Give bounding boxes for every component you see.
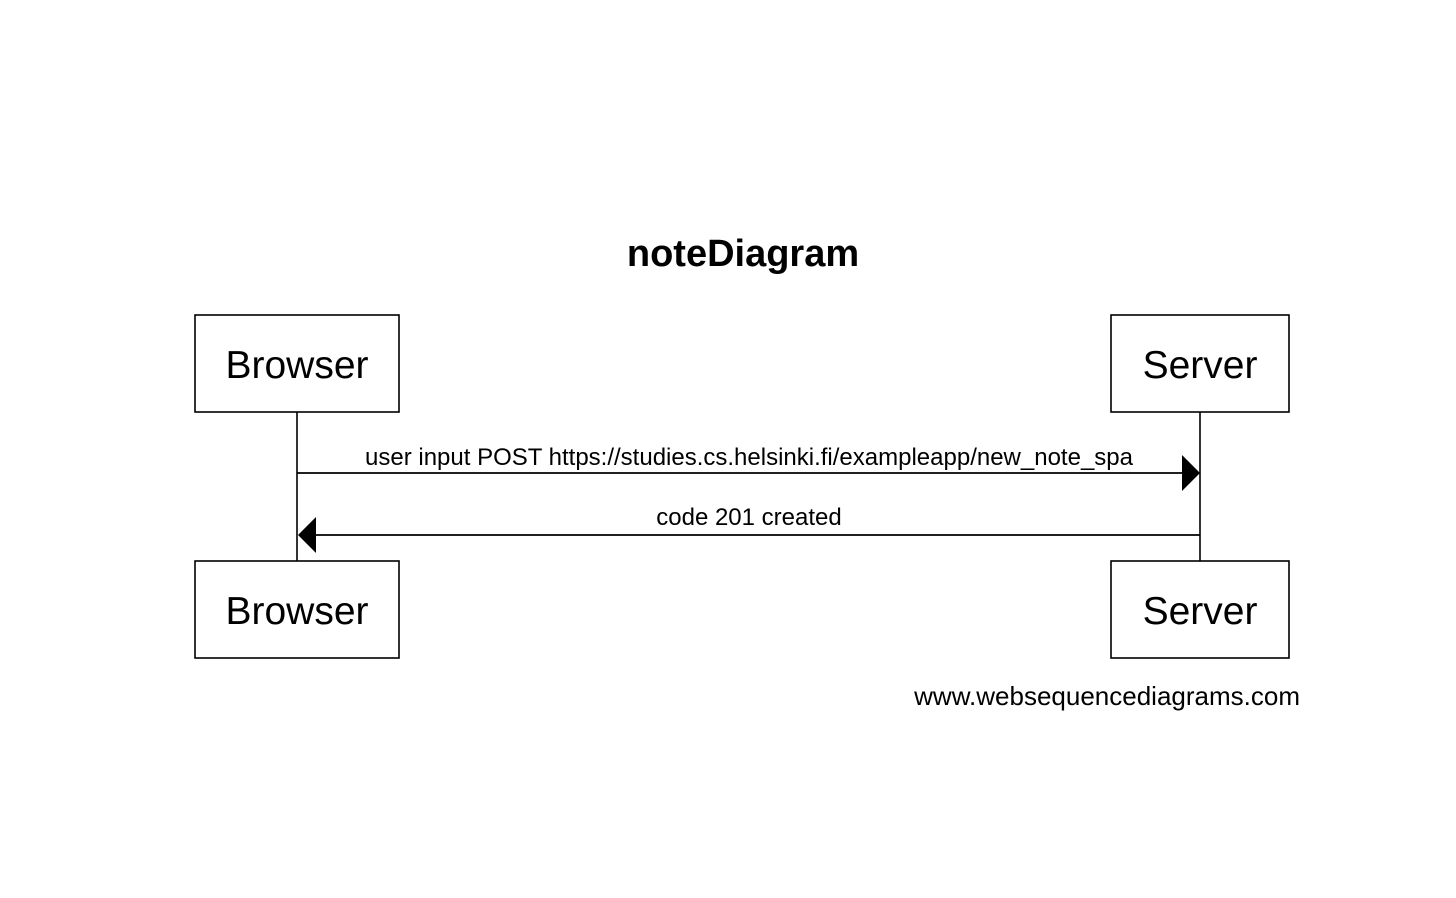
arrowhead-left-icon [298, 517, 316, 553]
participant-label: Browser [225, 590, 368, 633]
participant-label: Browser [225, 344, 368, 387]
participant-label: Server [1143, 344, 1258, 387]
participant-label: Server [1143, 590, 1258, 633]
participant-box [1110, 560, 1290, 659]
participant-browser-bottom: Browser [194, 560, 400, 659]
diagram-title: noteDiagram [627, 233, 859, 275]
participant-server-top: Server [1110, 314, 1290, 413]
participant-box [194, 560, 400, 659]
watermark-text: www.websequencediagrams.com [913, 681, 1300, 711]
message-label: code 201 created [656, 504, 841, 531]
participant-browser-top: Browser [194, 314, 400, 413]
participant-box [1110, 314, 1290, 413]
participant-server-bottom: Server [1110, 560, 1290, 659]
arrowhead-right-icon [1182, 455, 1200, 491]
message-response: code 201 created [298, 504, 1200, 553]
message-request: user input POST https://studies.cs.helsi… [297, 444, 1200, 491]
participant-box [194, 314, 400, 413]
message-label: user input POST https://studies.cs.helsi… [365, 444, 1134, 471]
